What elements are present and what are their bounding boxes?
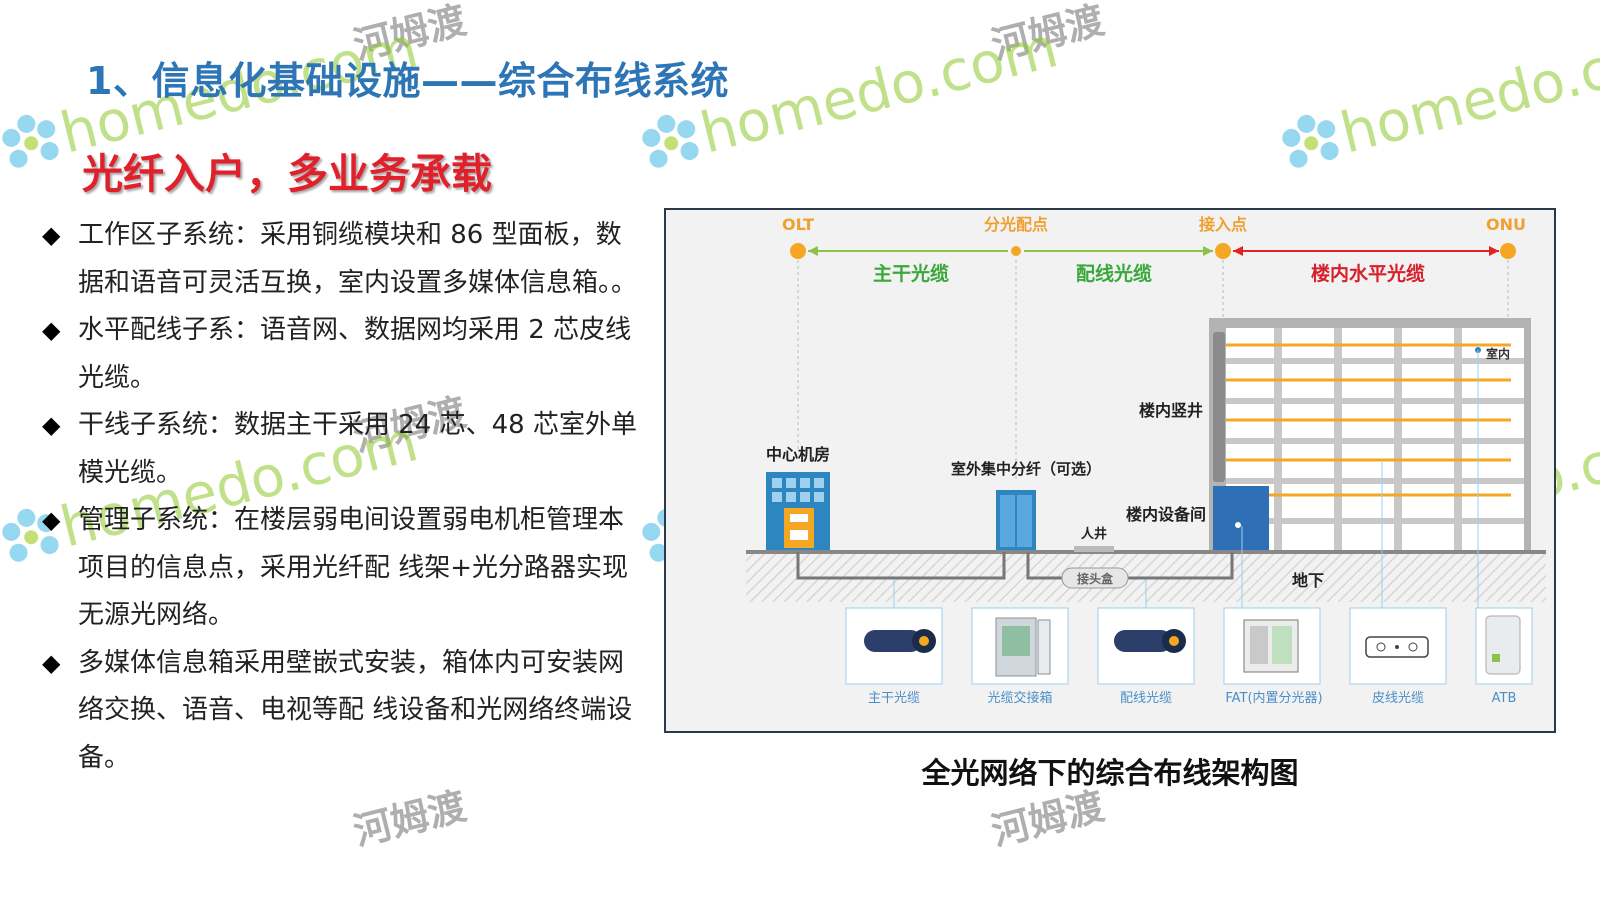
watermark-cn: 河姆渡 (349, 783, 471, 855)
bullet-text: 多媒体信息箱采用壁嵌式安装，箱体内可安装网络交换、语音、电视等配 线设备和光网络… (78, 647, 633, 773)
arrow-right-icon (1489, 246, 1499, 256)
watermark-homedo: homedo.com (1272, 15, 1600, 182)
component-label: ATB (1492, 691, 1517, 706)
component-label: 主干光缆 (868, 690, 920, 706)
node-dot-split (1011, 246, 1021, 256)
component-fat (1223, 607, 1321, 685)
list-item: ◆ 干线子系统：数据主干采用 24 芯、48 芯室外单模光缆。 (42, 402, 642, 497)
flower-logo-icon (2, 114, 59, 168)
slide-title: 1、信息化基础设施——综合布线系统 (86, 59, 729, 103)
atb-box-icon (1485, 615, 1521, 675)
diamond-bullet-icon: ◆ (42, 506, 61, 534)
component-distribution-cable (1097, 607, 1195, 685)
arrow-right-icon (1203, 246, 1213, 256)
central-office (766, 472, 830, 552)
node-dot-access (1215, 243, 1231, 259)
arrow-left-icon (1233, 246, 1243, 256)
bullet-text: 水平配线子系：语音网、数据网均采用 2 芯皮线光缆。 (78, 315, 632, 393)
component-label: FAT(内置分光器) (1225, 690, 1322, 706)
component-cross-box (971, 607, 1069, 685)
bullet-text: 干线子系统：数据主干采用 24 芯、48 芯室外单模光缆。 (78, 410, 637, 488)
equipment-room (1213, 486, 1269, 550)
bullet-list: ◆ 工作区子系统：采用铜缆模块和 86 型面板，数据和语音可灵活互换，室内设置多媒… (42, 212, 642, 782)
cable-icon (1114, 630, 1172, 652)
component-atb (1475, 607, 1533, 685)
node-dot-onu (1500, 243, 1516, 259)
list-item: ◆ 水平配线子系：语音网、数据网均采用 2 芯皮线光缆。 (42, 307, 642, 402)
underground-label: 地下 (1292, 571, 1324, 590)
cable-icon (864, 630, 922, 652)
watermark-text: homedo.com (1334, 15, 1600, 167)
node-dot-olt (790, 243, 806, 259)
building (1209, 318, 1531, 550)
segment-label-distribution: 配线光缆 (1076, 262, 1152, 285)
indoor-label: 室内 (1486, 346, 1510, 361)
diamond-bullet-icon: ◆ (42, 221, 61, 249)
joint-box-label: 接头盒 (1077, 571, 1114, 586)
component-label: 配线光缆 (1120, 690, 1172, 706)
component-drop-cable (1349, 607, 1447, 685)
outdoor-split-label: 室外集中分纤（可选） (951, 460, 1101, 478)
component-trunk-cable (845, 607, 943, 685)
flower-logo-icon (642, 114, 699, 168)
segment-label-indoor: 楼内水平光缆 (1311, 262, 1425, 285)
underground-cable (1026, 552, 1234, 580)
node-label-split: 分光配点 (984, 215, 1048, 234)
component-label: 皮线光缆 (1372, 690, 1424, 706)
flower-logo-icon (1282, 114, 1339, 168)
node-label-onu: ONU (1486, 215, 1526, 234)
figure-caption: 全光网络下的综合布线架构图 (921, 756, 1299, 790)
bullet-text: 管理子系统：在楼层弱电间设置弱电机柜管理本项目的信息点，采用光纤配 线架+光分路… (78, 505, 629, 630)
watermark-cn: 河姆渡 (987, 0, 1109, 69)
node-label-olt: OLT (782, 215, 814, 234)
center-room-label: 中心机房 (766, 445, 830, 464)
joint-box (1061, 567, 1129, 589)
riser-shaft (1213, 332, 1225, 482)
segment-label-trunk: 主干光缆 (873, 262, 949, 285)
riser-label: 楼内竖井 (1139, 401, 1203, 420)
slide-subtitle: 光纤入户，多业务承载 (82, 150, 492, 198)
underground-cable (796, 552, 1006, 580)
list-item: ◆ 多媒体信息箱采用壁嵌式安装，箱体内可安装网络交换、语音、电视等配 线设备和光网… (42, 640, 642, 783)
manhole-label: 人井 (1081, 526, 1107, 542)
component-label: 光缆交接箱 (987, 690, 1052, 706)
diamond-bullet-icon: ◆ (42, 411, 61, 439)
arrow-left-icon (808, 246, 818, 256)
list-item: ◆ 管理子系统：在楼层弱电间设置弱电机柜管理本项目的信息点，采用光纤配 线架+光分… (42, 497, 642, 640)
bullet-text: 工作区子系统：采用铜缆模块和 86 型面板，数据和语音可灵活互换，室内设置多媒体… (78, 220, 638, 298)
manhole-cover (1074, 546, 1114, 552)
diamond-bullet-icon: ◆ (42, 316, 61, 344)
architecture-diagram: OLT 分光配点 接入点 ONU 主干光缆 配线光缆 楼内水平光缆 (664, 208, 1556, 733)
node-label-access: 接入点 (1199, 215, 1247, 234)
diamond-bullet-icon: ◆ (42, 648, 61, 677)
diagram-canvas: OLT 分光配点 接入点 ONU 主干光缆 配线光缆 楼内水平光缆 (746, 215, 1546, 706)
ground-line (746, 550, 1546, 554)
list-item: ◆ 工作区子系统：采用铜缆模块和 86 型面板，数据和语音可灵活互换，室内设置多媒… (42, 212, 642, 307)
equipment-room-label: 楼内设备间 (1126, 505, 1206, 524)
